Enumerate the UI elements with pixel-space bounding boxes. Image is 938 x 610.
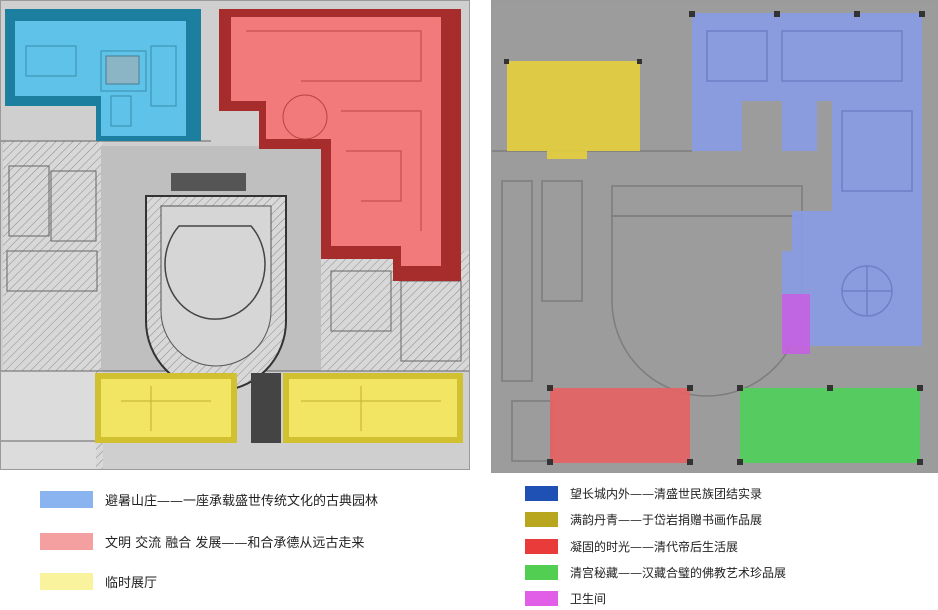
legend-swatch [40,533,93,550]
legend-label: 凝固的时光——清代帝后生活展 [570,540,739,554]
left-floor-plan-drawing [1,1,469,469]
zone-painting-tail [547,151,587,159]
zone-great-wall-fill [692,13,922,346]
right-floor-plan [491,0,938,473]
stairwell [251,373,281,443]
legend-label: 满韵丹青——于岱岩捐赠书画作品展 [570,513,763,527]
legend-right-item: 清宫秘藏——汉藏合璧的佛教艺术珍品展 [525,564,786,581]
legend-right-item: 卫生间 [525,590,606,607]
legend-label: 望长城内外——清盛世民族团结实录 [570,487,763,501]
zone-great-wall [692,13,922,346]
zone-temporary [95,373,463,443]
column-markers [504,11,925,465]
legend-swatch [525,591,558,606]
legend-swatch [525,512,558,527]
legend-swatch [525,565,558,580]
central-rotunda [145,195,287,392]
legend-label: 清宫秘藏——汉藏合璧的佛教艺术珍品展 [570,566,787,580]
legend-left-item: 临时展厅 [40,572,157,591]
legend-right-item: 望长城内外——清盛世民族团结实录 [525,485,762,502]
zone-imperial-life-fill [550,388,690,463]
zone-buddhist-art-fill [740,388,920,463]
zone-painting-fill [507,61,640,151]
zone-temporary-west-fill [101,379,231,437]
zone-temporary-east-fill [289,379,457,437]
zone-civilization-fill [231,17,441,266]
staircase [171,173,246,191]
legend-label: 避暑山庄——一座承载盛世传统文化的古典园林 [105,494,379,509]
left-floor-plan [0,0,470,470]
legend-swatch [40,573,93,590]
legend-left-item: 避暑山庄——一座承载盛世传统文化的古典园林 [40,490,378,509]
legend-label: 临时展厅 [105,576,158,591]
zone-summer-resort [5,9,201,141]
legend-right-item: 满韵丹青——于岱岩捐赠书画作品展 [525,511,762,528]
legend-label: 卫生间 [570,592,607,606]
zone-restroom-fill [782,294,810,354]
legend-swatch [525,486,558,501]
legend-right-item: 凝固的时光——清代帝后生活展 [525,538,738,555]
legend-label: 文明 交流 融合 发展——和合承德从远古走来 [105,536,365,551]
legend-left-item: 文明 交流 融合 发展——和合承德从远古走来 [40,532,364,551]
right-floor-plan-drawing [492,1,937,472]
legend-swatch [40,491,93,508]
service-area [1,371,96,469]
zone-civilization [219,9,461,281]
legend-swatch [525,539,558,554]
zone-summer-resort-model [105,55,140,85]
